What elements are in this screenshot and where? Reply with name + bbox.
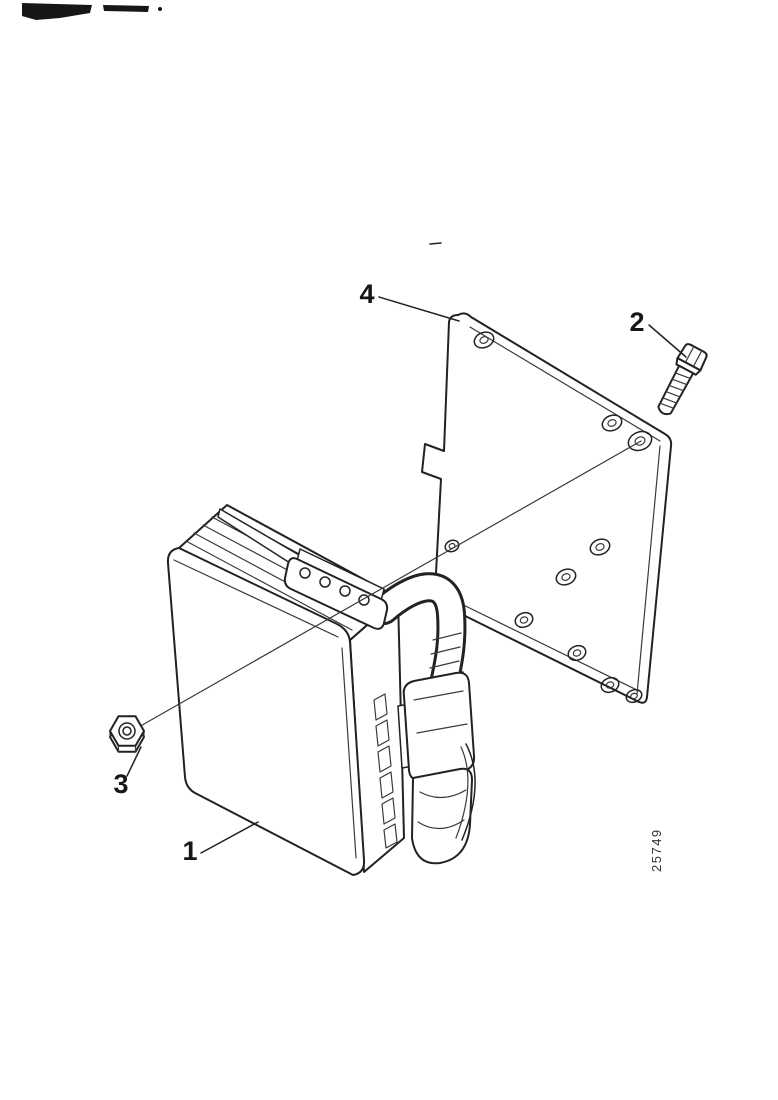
bracket-hole [299, 567, 311, 579]
bolt-threads [659, 372, 691, 409]
bolt-thread [668, 384, 684, 392]
plate-bolt-hole [627, 430, 653, 452]
plate-thickness-right-edge [636, 445, 661, 695]
mounting-bolt [657, 343, 708, 416]
bolt-head-facet [684, 345, 695, 363]
bolt-thread [659, 402, 675, 409]
front-face-seam-top [173, 559, 339, 638]
bracket-hole [358, 594, 370, 606]
bracket-hole [319, 576, 331, 588]
plate-hole [572, 649, 582, 657]
connector-clip-wire [455, 746, 469, 839]
leader-line-2 [648, 324, 687, 358]
bolt-head-facet [692, 350, 703, 368]
bracket-plate [283, 557, 389, 630]
fin-slot [373, 693, 388, 721]
hex-nut [109, 715, 145, 753]
nut-top-hex [109, 715, 145, 747]
scan-dot [158, 7, 162, 11]
side-fin-slots [373, 693, 398, 849]
callout-1: 1 [182, 836, 197, 866]
fin-slot [381, 797, 396, 825]
connector-boot [411, 767, 473, 865]
plate-bolt-hole [634, 436, 646, 446]
front-face-seam-right [341, 647, 357, 859]
plate-thickness-top-edge [469, 326, 661, 442]
mounting-bracket [283, 548, 389, 630]
plate-thickness-bottom-edge [442, 594, 640, 692]
bracket-hole [339, 585, 351, 597]
cable-connector [397, 671, 476, 865]
control-unit-front-face [166, 547, 366, 876]
fin-slot [383, 823, 398, 849]
registration-mark [429, 242, 442, 245]
cable-ridge [430, 646, 461, 655]
plate-hole [589, 538, 611, 556]
connector-body [402, 671, 476, 781]
plate-hole [555, 568, 577, 586]
boot-ridge [419, 789, 467, 799]
plate-hole [444, 539, 460, 553]
nut-chamfer-ring [118, 722, 136, 740]
plate-hole [519, 616, 529, 624]
leader-line-4 [378, 296, 460, 322]
boot-ridge [417, 819, 465, 830]
bolt-thread [671, 378, 688, 386]
leader-line-1 [200, 821, 259, 854]
plate-hole [473, 331, 495, 349]
plate-hole [600, 676, 620, 694]
plate-hole [479, 336, 489, 344]
callout-3: 3 [113, 769, 128, 799]
bolt-shaft [657, 364, 695, 416]
bolt-thread [665, 391, 681, 398]
fin-slot [375, 719, 390, 747]
leader-line-3 [126, 746, 142, 777]
bolt-head [676, 343, 708, 372]
plate-hole [561, 573, 571, 581]
plate-hole [601, 414, 623, 432]
fin-slot [377, 745, 392, 773]
callout-2: 2 [629, 307, 644, 337]
plate-holes [444, 331, 653, 704]
leader-lines [126, 296, 687, 854]
control-unit [166, 504, 476, 876]
bolt-thread [675, 372, 691, 379]
plate-hole [625, 688, 643, 704]
fin-line [185, 540, 353, 631]
plate-hole [514, 611, 534, 629]
scan-mark [103, 5, 149, 12]
bolt-thread [661, 397, 678, 404]
part-number: 25749 [649, 828, 664, 872]
assembly-axis-line [136, 440, 642, 729]
callout-4: 4 [359, 279, 374, 309]
scan-mark [22, 3, 92, 20]
connector-seam [413, 690, 464, 701]
cable-ridge [429, 660, 460, 669]
connector-clip-wire [461, 743, 476, 841]
scan-artifact-top-left [22, 3, 162, 20]
plate-hole [630, 692, 638, 700]
bolt-collar [675, 357, 702, 376]
connector-seam [416, 723, 468, 734]
cable-ridge [432, 632, 462, 641]
plate-hole [567, 644, 587, 662]
plate-hole [595, 543, 605, 551]
mounting-plate [421, 312, 673, 704]
plate-hole [607, 419, 617, 427]
plate-hole [605, 681, 615, 689]
fin-slot [379, 771, 394, 799]
nut-hole [122, 726, 132, 736]
